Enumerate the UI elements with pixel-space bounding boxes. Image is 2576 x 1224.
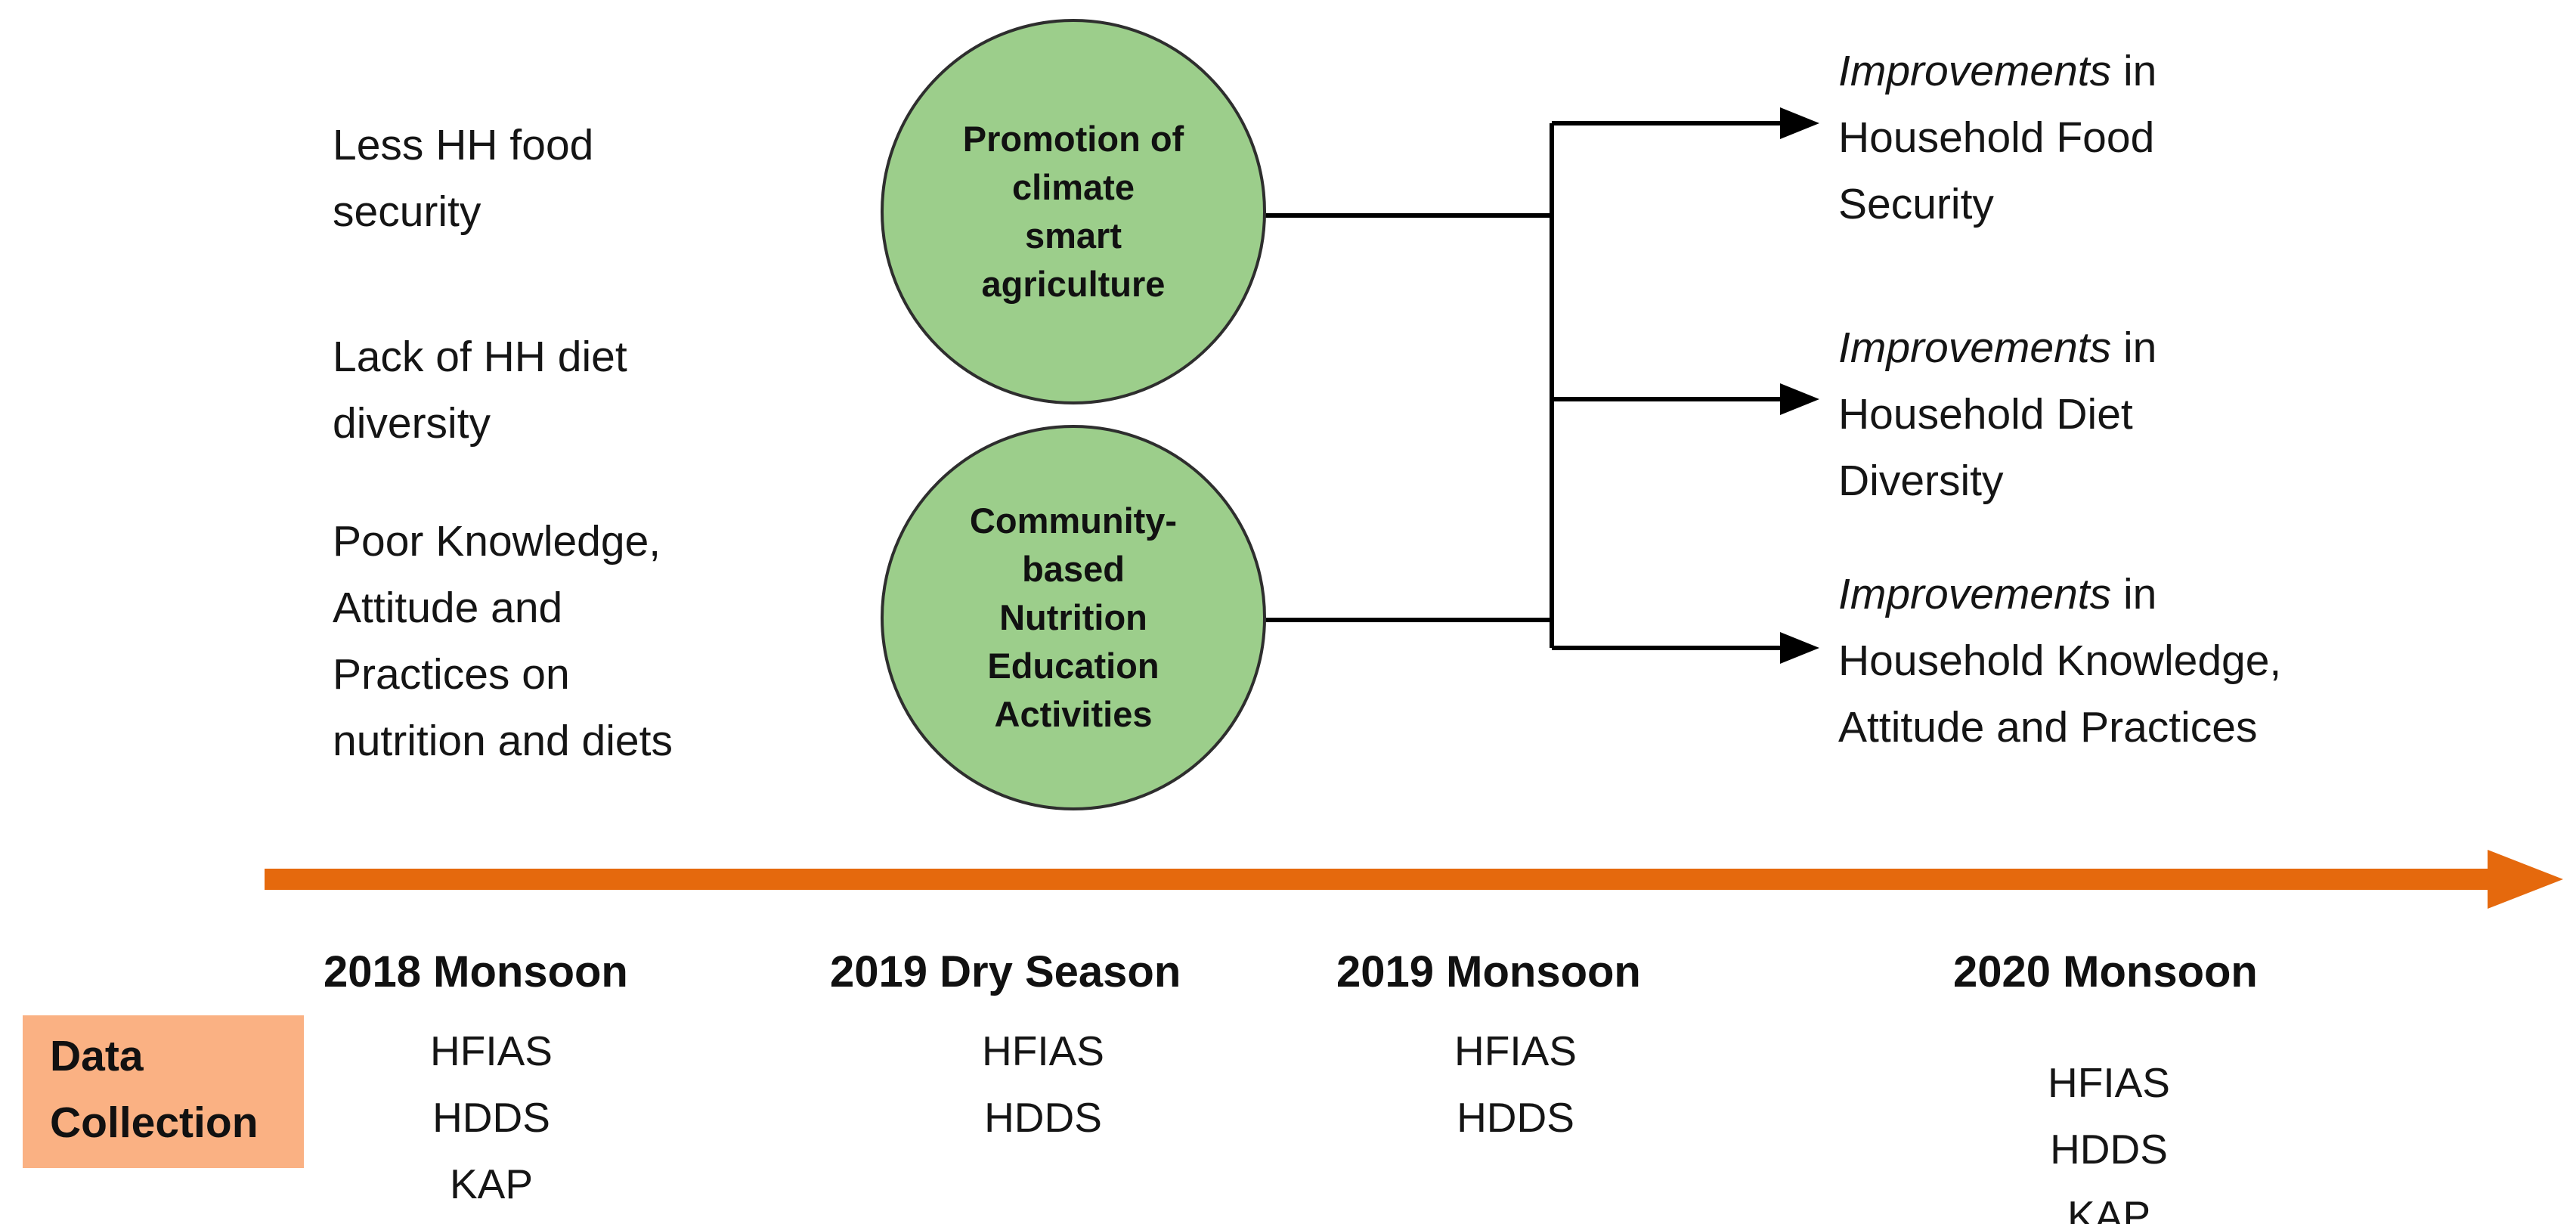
timeline-label-2019-monsoon: 2019 Monsoon (1336, 947, 1641, 996)
measures-2020-monsoon: HFIAS HDDS KAP (2048, 1059, 2170, 1224)
timeline-arrow-bar (265, 869, 2489, 890)
intervention-circle-climate-smart-agriculture: Promotion of climate smart agriculture (881, 19, 1266, 404)
outcome-rest: in Household Knowledge, Attitude and Pra… (1838, 570, 2282, 751)
intervention-circle-label: Promotion of climate smart agriculture (962, 119, 1184, 304)
outcome-diet-diversity: Improvements in Household Diet Diversity (1838, 315, 2541, 514)
problem-diet-diversity: Lack of HH diet diversity (333, 333, 627, 448)
problem-kap: Poor Knowledge, Attitude and Practices o… (333, 517, 673, 765)
arrowhead-food-security-icon (1780, 107, 1819, 139)
outcome-lead-italic: Improvements (1838, 570, 2112, 618)
outcome-lead-italic: Improvements (1838, 324, 2112, 372)
timeline-arrowhead-icon (2488, 850, 2563, 909)
measures-2019-dry-season: HFIAS HDDS (982, 1027, 1104, 1141)
data-collection-badge: Data Collection (23, 1015, 304, 1168)
arrowhead-diet-diversity-icon (1780, 383, 1819, 415)
timeline-label-2018-monsoon: 2018 Monsoon (324, 947, 628, 996)
intervention-circle-label: Community- based Nutrition Education Act… (969, 500, 1178, 734)
timeline-label-2019-dry-season: 2019 Dry Season (830, 947, 1181, 996)
outcome-food-security: Improvements in Household Food Security (1838, 38, 2541, 237)
measures-2018-monsoon: HFIAS HDDS KAP (430, 1027, 553, 1207)
arrowhead-kap-icon (1780, 632, 1819, 664)
outcome-lead-italic: Improvements (1838, 47, 2112, 95)
outcome-kap: Improvements in Household Knowledge, Att… (1838, 561, 2541, 761)
problem-food-security: Less HH food security (333, 121, 594, 236)
timeline-label-2020-monsoon: 2020 Monsoon (1953, 947, 2258, 996)
measures-2019-monsoon: HFIAS HDDS (1454, 1027, 1577, 1141)
outcome-rest: in Household Food Security (1838, 47, 2157, 228)
intervention-circle-nutrition-education: Community- based Nutrition Education Act… (881, 425, 1266, 810)
outcome-rest: in Household Diet Diversity (1838, 324, 2157, 505)
